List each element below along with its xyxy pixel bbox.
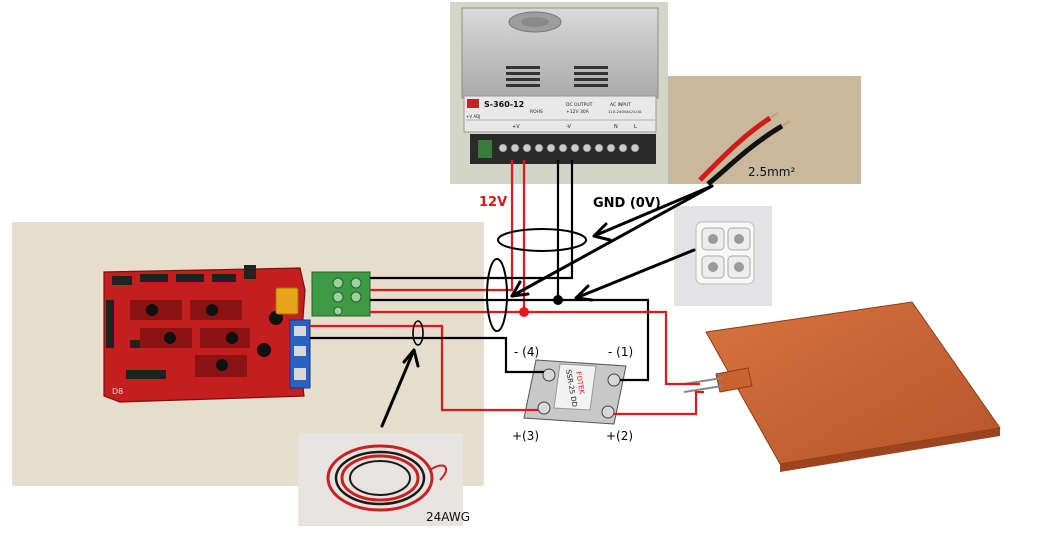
arrow-thin-wire-to-ellipse-head — [402, 348, 420, 368]
board-silk-text: D8 — [112, 387, 123, 396]
psu-terminal-vminus: -V — [566, 124, 572, 130]
psu-terminal-vplus: +V — [512, 124, 520, 130]
psu-rohs: ROHS — [530, 109, 543, 115]
psu-terminal-l: L — [634, 124, 637, 130]
black-wire-board-to-ssr-4 — [310, 336, 544, 374]
ramps-board: D8 — [103, 265, 371, 403]
arrow-terminal-block-to-junction-head — [574, 284, 594, 302]
solid-state-relay: FOTEK SSR-25 DD — [523, 359, 627, 425]
psu-adj: +V ADJ — [466, 114, 480, 119]
label-ssr-plus3: +(3) — [512, 429, 539, 443]
psu-model: S-360-12 — [484, 100, 524, 109]
psu-output-label: DC OUTPUT — [566, 102, 593, 108]
label-ssr-minus4: - (4) — [514, 345, 539, 359]
thin-wire-photo: 24AWG — [298, 433, 470, 526]
arrow-terminal-block-to-junction — [574, 248, 696, 300]
ssr-brand: FOTEK — [574, 371, 586, 395]
wire-thin-label: 24AWG — [426, 510, 470, 524]
arrow-thin-wire-to-ellipse — [380, 348, 416, 428]
psu-input-rating: 110-240VAC/4.0A — [608, 109, 642, 114]
label-ssr-plus2: +(2) — [606, 429, 633, 443]
ramps-board-photo: D8 — [12, 222, 484, 486]
label-12v: 12V — [479, 195, 507, 210]
arrow-thick-wire-to-ellipse-head — [592, 222, 612, 242]
terminal-block-photo — [674, 206, 772, 306]
black-wire-psu-to-board-2 — [370, 160, 574, 280]
junction-12v — [519, 307, 529, 317]
power-supply-photo: S-360-12 DC OUTPUT AC INPUT +12V 30A 110… — [450, 2, 668, 184]
thick-wire-photo: 2.5mm² — [668, 76, 861, 186]
psu-terminal-n: N — [614, 124, 618, 130]
black-wire-gnd-to-ssr-1 — [558, 298, 650, 382]
ellipse-board-wires — [486, 258, 508, 332]
label-ssr-minus1: - (1) — [608, 345, 633, 359]
arrow-thick-wire-to-ellipse — [592, 184, 714, 238]
heatbed — [683, 301, 1001, 472]
red-wire-ssr-to-heatbed — [614, 390, 704, 416]
ellipse-thin-wires — [412, 320, 424, 346]
arrow-thick-wire-to-board-head — [510, 280, 530, 298]
red-wire-12v-to-heatbed — [524, 310, 700, 386]
arrow-thick-wire-to-board — [510, 184, 714, 298]
wire-thick-label: 2.5mm² — [748, 165, 795, 179]
psu-output-rating: +12V 30A — [566, 109, 590, 115]
junction-gnd — [553, 295, 563, 305]
psu-input-label: AC INPUT — [610, 102, 631, 108]
red-wire-psu-to-board-1 — [370, 160, 514, 292]
pointer-arrows — [380, 184, 714, 428]
ellipse-psu-wires — [497, 228, 587, 252]
label-gnd: GND (0V) — [593, 196, 661, 211]
red-wire-board-to-ssr-3 — [310, 324, 538, 412]
